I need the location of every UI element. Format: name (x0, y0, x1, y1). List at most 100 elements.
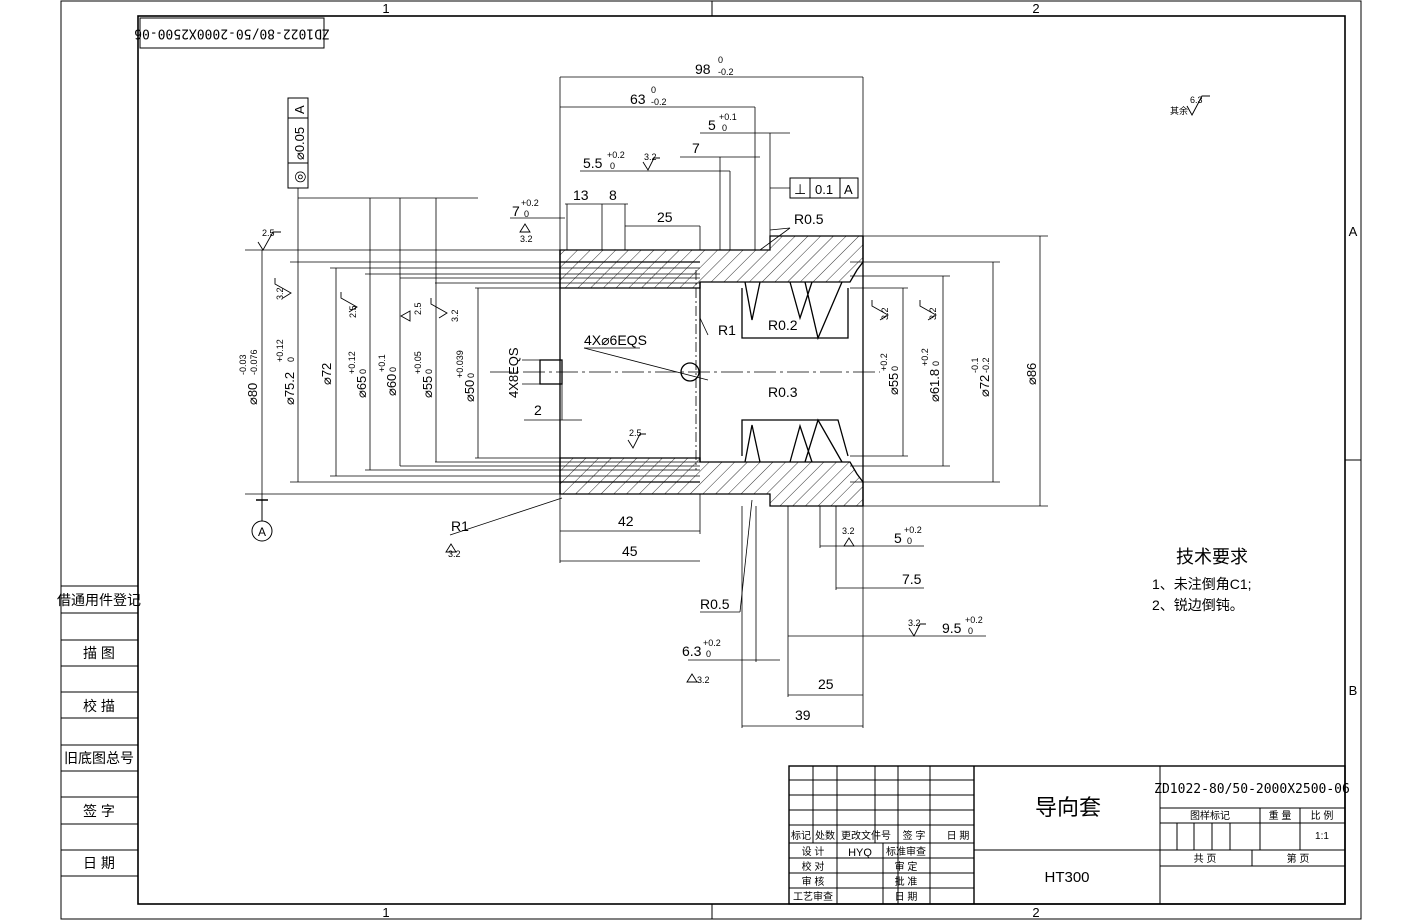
holes-note: 4X⌀6EQS (584, 332, 647, 348)
register-date: 日 期 (83, 855, 115, 871)
rev-count: 处数 (815, 829, 835, 842)
ra-3-2-g: 3.2 (842, 526, 855, 536)
roughness-others-label: 其余 (1170, 105, 1188, 116)
datum-a-marker: A (251, 499, 273, 542)
role-date: 日 期 (895, 891, 918, 903)
dim-6-3-upper: +0.2 (703, 638, 721, 648)
dia-60-upper: +0.1 (377, 354, 387, 372)
dim-7: 7 (692, 140, 700, 156)
dia-61-8-upper: +0.2 (920, 348, 930, 366)
dim-39: 39 (795, 707, 811, 723)
ra-2-5-b: 2.5 (348, 305, 358, 318)
coaxiality-value: ⌀0.05 (292, 127, 307, 160)
dim-7b-lower: 0 (524, 209, 529, 219)
left-register-column (61, 585, 138, 877)
dia-60: ⌀60 (384, 374, 399, 396)
dim-63: 63 (630, 91, 646, 107)
rev-date: 日 期 (947, 830, 970, 842)
role-design: 设 计 (802, 845, 825, 858)
dim-63-upper: 0 (651, 85, 656, 95)
ra-3-2-a: 3.2 (520, 234, 533, 244)
dim-9-5-lower: 0 (968, 626, 973, 636)
radius-r1-outer: R1 (451, 518, 469, 534)
dia-65-upper: +0.12 (347, 351, 357, 374)
ra-2-5-c: 2.5 (413, 302, 423, 315)
material: HT300 (1044, 869, 1089, 886)
dim-9-5-upper: +0.2 (965, 615, 983, 625)
dia-60-lower: 0 (388, 367, 398, 372)
dim-98: 98 (695, 61, 711, 77)
dia-55-lower: 0 (424, 369, 434, 374)
radius-r02: R0.2 (768, 317, 798, 333)
dia-72-right-upper: -0.1 (970, 357, 980, 373)
dia-55-right-lower: 0 (890, 366, 900, 371)
zone-right-B: B (1349, 683, 1358, 698)
drawing-frame (60, 0, 1362, 920)
dimension-lines (245, 76, 1048, 728)
coaxiality-icon: ◎ (291, 171, 307, 183)
datum-a-label: A (258, 525, 266, 539)
rev-file: 更改文件号 (841, 829, 891, 842)
scale-header: 比 例 (1311, 809, 1334, 822)
dim-2: 2 (534, 402, 542, 418)
dimension-texts: 98 0 -0.2 63 0 -0.2 5 +0.1 0 7 5.5 +0.2 … (238, 55, 1039, 723)
part-name: 导向套 (1035, 795, 1101, 820)
dim-6-3: 6.3 (682, 643, 702, 659)
dia-80-lower: -0.076 (249, 349, 259, 375)
ra-2-5-d: 2.5 (629, 428, 642, 438)
general-roughness-note: 其余 6.3 (1170, 95, 1210, 117)
dim-42: 42 (618, 513, 634, 529)
slots-note: 4X8EQS (506, 347, 521, 398)
ra-3-2-e: 3.2 (880, 307, 890, 320)
rev-mark: 标记 (791, 830, 811, 842)
role-std-review: 标准审查 (886, 845, 926, 858)
ra-3-2-j: 3.2 (697, 675, 710, 685)
dia-75: ⌀75.2 (282, 372, 297, 405)
dia-55-upper: +0.05 (413, 351, 423, 374)
dim-7-5: 7.5 (902, 571, 922, 587)
dim-98-upper: 0 (718, 55, 723, 65)
drawing-number-rotated: ZD1022-80/50-2000X2500-06 (134, 26, 330, 41)
drawing-number-box: ZD1022-80/50-2000X2500-06 (134, 17, 330, 49)
dia-61-8-lower: 0 (931, 361, 941, 366)
scale-value: 1:1 (1315, 831, 1329, 842)
register-signature: 签 字 (83, 803, 115, 819)
dim-98-lower: -0.2 (718, 67, 734, 77)
zone-bottom-1: 1 (382, 905, 389, 920)
dim-5-lower: 0 (722, 123, 727, 133)
dia-55: ⌀55 (420, 376, 435, 398)
ra-3-2-h: 3.2 (448, 549, 461, 559)
perpendicular-datum: A (844, 182, 853, 197)
register-check-trace: 校 描 (83, 698, 115, 714)
dia-75-lower: 0 (286, 357, 296, 362)
ra-3-2-d: 3.2 (450, 309, 460, 322)
dia-75-upper: +0.12 (275, 339, 285, 362)
register-old-base: 旧底图总号 (64, 750, 134, 766)
dia-80-upper: -0.03 (238, 354, 248, 375)
dim-45: 45 (622, 543, 638, 559)
tech-requirement-2: 2、锐边倒钝。 (1152, 597, 1244, 613)
ra-3-2-c: 3.2 (275, 287, 285, 300)
radius-r1-inner: R1 (718, 322, 736, 338)
ra-2-5-a: 2.5 (262, 228, 275, 238)
role-approve-a: 审 定 (895, 860, 918, 873)
dim-8: 8 (609, 187, 617, 203)
register-borrow: 借通用件登记 (57, 592, 141, 608)
dim-9-5: 9.5 (942, 620, 962, 636)
designer-name: HYQ (848, 847, 872, 859)
roughness-values: 2.5 3.2 3.2 3.2 2.5 2.5 3.2 2.5 3.2 3.2 … (262, 152, 938, 685)
dia-50-lower: 0 (466, 373, 476, 378)
coaxiality-frame: A ⌀0.05 ◎ (287, 97, 309, 189)
title-block (788, 765, 1346, 905)
roughness-others-value: 6.3 (1190, 95, 1203, 105)
role-process: 工艺审查 (793, 890, 833, 903)
role-approve-b: 批 准 (895, 875, 918, 888)
dia-72-right: ⌀72 (977, 375, 992, 397)
title-block-texts: 导向套 HT300 ZD1022-80/50-2000X2500-06 标记 处… (791, 782, 1350, 903)
dia-55-right: ⌀55 (886, 373, 901, 395)
dim-7b: 7 (512, 203, 520, 219)
dia-50-upper: +0.039 (455, 350, 465, 378)
dia-72: ⌀72 (319, 363, 334, 385)
dia-86: ⌀86 (1024, 363, 1039, 385)
